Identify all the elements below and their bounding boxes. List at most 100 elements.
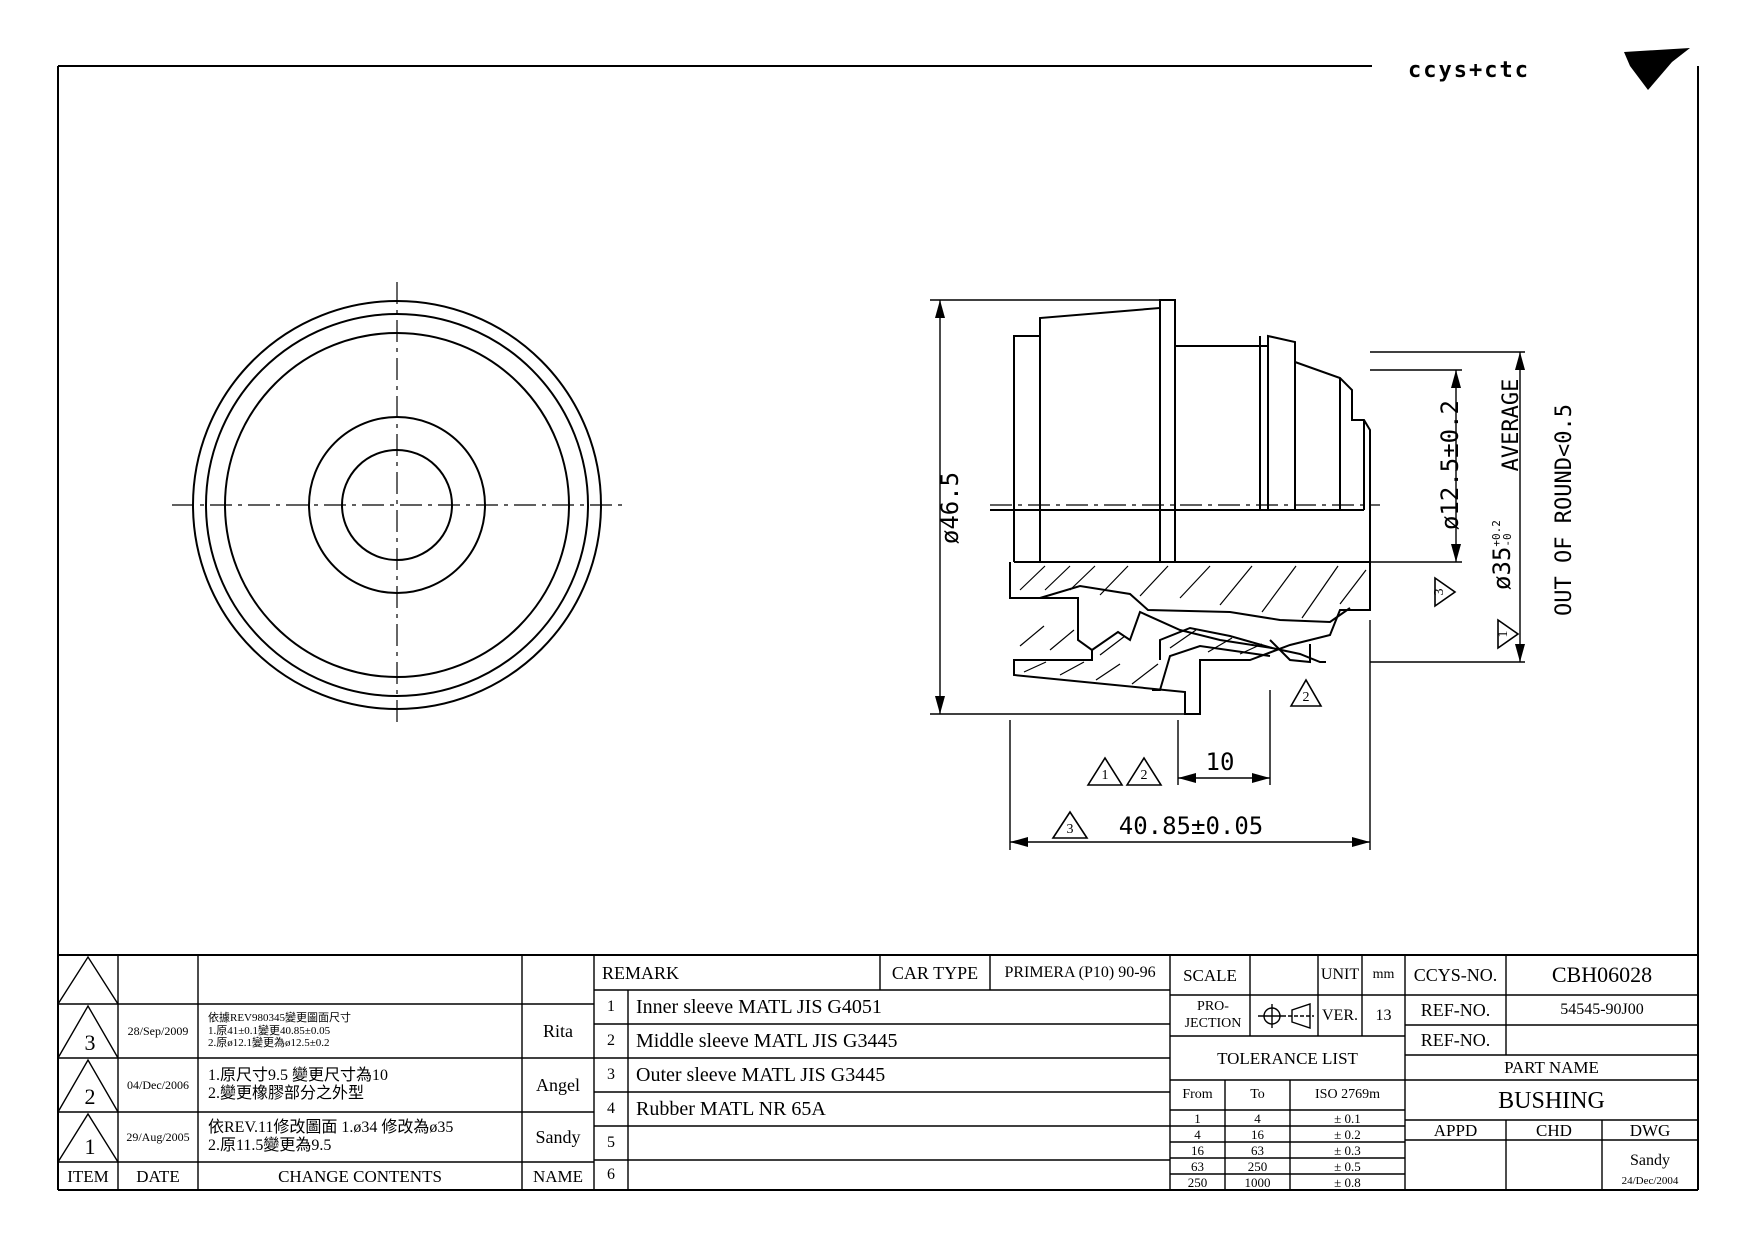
- tolerance-iso-3: ± 0.3: [1334, 1142, 1361, 1158]
- dim-mid-tol-dn: -0: [1501, 533, 1514, 547]
- revision-contents-3: 依據REV980345變更圖面尺寸 1.原41±0.1變更40.85±0.05 …: [208, 1004, 520, 1058]
- dim-inner-diameter: ø12.5±0.2: [1436, 399, 1464, 531]
- scale-label: SCALE: [1183, 965, 1237, 985]
- front-view-centerlines: [172, 282, 625, 728]
- unit-label: UNIT: [1320, 966, 1360, 983]
- dim-length-10: 10: [1205, 748, 1235, 776]
- revision-contents-2: 1.原尺寸9.5 變更尺寸為10 2.變更橡膠部分之外型: [208, 1058, 520, 1112]
- remark-no-2: 2: [607, 1032, 615, 1049]
- tolerance-iso-4: ± 0.5: [1334, 1158, 1361, 1174]
- revision-name-3: Rita: [543, 1021, 573, 1041]
- rev-header-contents: CHANGE CONTENTS: [278, 1166, 442, 1186]
- tolerance-header-from: From: [1182, 1087, 1213, 1102]
- car-type-label: CAR TYPE: [891, 962, 979, 983]
- rev-header-name: NAME: [532, 1166, 584, 1186]
- dim-average-label: AVERAGE: [1499, 378, 1524, 472]
- dim-out-of-round: OUT OF ROUND<0.5: [1552, 404, 1577, 616]
- remark-text-5: [632, 1126, 1170, 1160]
- sheet-frame: [57, 65, 1699, 1191]
- projection-label-2: JECTION: [1184, 1015, 1242, 1031]
- dim-outer-diameter: ø46.5: [936, 471, 964, 545]
- tolerance-to-2: 16: [1251, 1126, 1264, 1142]
- rev-mark-drawing-3: 3: [1066, 822, 1074, 837]
- ver-value: 13: [1375, 1006, 1392, 1024]
- logo-mark-icon: [1624, 48, 1690, 90]
- ccys-no-label: CCYS-NO.: [1413, 965, 1498, 985]
- rev-mark-drawing-2: 2: [1140, 768, 1148, 783]
- unit-value: mm: [1372, 967, 1395, 982]
- tolerance-iso-1: ± 0.1: [1334, 1110, 1361, 1126]
- dimension-arrows: [935, 300, 1525, 847]
- tolerance-iso-5: ± 0.8: [1334, 1174, 1361, 1190]
- remark-no-6: 6: [607, 1166, 615, 1183]
- revision-date-1: 29/Aug/2005: [126, 1130, 190, 1144]
- revision-contents-1: 依REV.11修改圖面 1.ø34 修改為ø35 2.原11.5變更為9.5: [208, 1112, 520, 1162]
- rev-mark-drawing-1: 1: [1101, 768, 1109, 783]
- projection-label-1: PRO-: [1197, 999, 1229, 1015]
- dwg-name: Sandy: [1630, 1152, 1670, 1169]
- revision-1-line-1: 依REV.11修改圖面 1.ø34 修改為ø35: [208, 1118, 454, 1136]
- revision-name-2: Angel: [536, 1075, 580, 1095]
- rev-triangles-drawing: [1051, 576, 1520, 839]
- rev-mark-drawing-3b: 3: [1432, 588, 1447, 596]
- rev-mark-drawing-2b: 2: [1302, 690, 1310, 705]
- part-name-value: BUSHING: [1498, 1088, 1605, 1114]
- ver-label: VER.: [1322, 1006, 1358, 1024]
- company-logo: ccys+ctc: [1408, 58, 1530, 83]
- car-type-value: PRIMERA (P10) 90-96: [1004, 963, 1156, 981]
- dim-total-length: 40.85±0.05: [1118, 812, 1264, 840]
- section-view: [990, 299, 1371, 715]
- rev-mark-drawing-1b: 1: [1496, 630, 1511, 638]
- tolerance-to-4: 250: [1247, 1158, 1268, 1174]
- tolerance-from-4: 63: [1191, 1158, 1204, 1174]
- remark-no-4: 4: [607, 1100, 615, 1117]
- projection-label: PRO- JECTION: [1176, 995, 1250, 1036]
- remark-text-3: Outer sleeve MATL JIS G3445: [636, 1064, 886, 1086]
- revision-mark-1: 1: [84, 1134, 96, 1159]
- appd-label: APPD: [1433, 1120, 1478, 1140]
- title-block-grid: [57, 955, 1698, 1190]
- remark-header: REMARK: [602, 962, 680, 983]
- dwg-date: 24/Dec/2004: [1621, 1175, 1679, 1187]
- revision-2-line-1: 1.原尺寸9.5 變更尺寸為10: [208, 1066, 389, 1084]
- tolerance-from-3: 16: [1191, 1142, 1204, 1158]
- tolerance-from-2: 4: [1194, 1126, 1201, 1142]
- ref-no-value-1: 54545-90J00: [1560, 1001, 1644, 1018]
- revision-date-3: 28/Sep/2009: [127, 1024, 189, 1038]
- tolerance-to-5: 1000: [1244, 1174, 1271, 1190]
- tolerance-header-iso: ISO 2769m: [1315, 1087, 1380, 1102]
- tolerance-from-5: 250: [1187, 1174, 1208, 1190]
- ref-no-label-1: REF-NO.: [1420, 1000, 1491, 1020]
- ccys-no-value: CBH06028: [1551, 962, 1653, 987]
- rev-header-item: ITEM: [67, 1166, 109, 1186]
- projection-symbol-icon: [1258, 1003, 1314, 1029]
- tolerance-title: TOLERANCE LIST: [1217, 1048, 1358, 1068]
- remark-no-3: 3: [607, 1066, 615, 1083]
- remark-text-4: Rubber MATL NR 65A: [636, 1098, 826, 1120]
- rev-header-date: DATE: [136, 1166, 180, 1186]
- tolerance-from-1: 1: [1194, 1110, 1201, 1126]
- tolerance-header-to: To: [1250, 1087, 1265, 1102]
- remark-no-5: 5: [607, 1134, 615, 1151]
- chd-label: CHD: [1536, 1120, 1572, 1140]
- revision-date-2: 04/Dec/2006: [127, 1078, 189, 1092]
- remark-text-1: Inner sleeve MATL JIS G4051: [636, 996, 882, 1018]
- remark-no-1: 1: [607, 998, 615, 1015]
- dimension-lines: [930, 299, 1525, 850]
- revision-2-line-2: 2.變更橡膠部分之外型: [208, 1085, 365, 1102]
- section-hatching: [1019, 565, 1367, 685]
- tolerance-to-1: 4: [1254, 1110, 1261, 1126]
- ref-no-value-2: [1506, 1025, 1698, 1055]
- remark-text-2: Middle sleeve MATL JIS G3445: [636, 1030, 898, 1052]
- revision-3-line-3: 2.原ø12.1變更為ø12.5±0.2: [208, 1037, 330, 1050]
- tolerance-iso-2: ± 0.2: [1334, 1126, 1361, 1142]
- revision-3-line-1: 依據REV980345變更圖面尺寸: [208, 1012, 351, 1025]
- dim-mid-value: ø35: [1488, 546, 1516, 590]
- revision-1-line-2: 2.原11.5變更為9.5: [208, 1137, 332, 1154]
- dim-mid-diameter: ø35+0.2-0: [1487, 515, 1517, 595]
- tolerance-to-3: 63: [1251, 1142, 1264, 1158]
- revision-name-1: Sandy: [535, 1127, 581, 1147]
- scale-value: [1250, 955, 1318, 995]
- part-name-label: PART NAME: [1504, 1058, 1599, 1077]
